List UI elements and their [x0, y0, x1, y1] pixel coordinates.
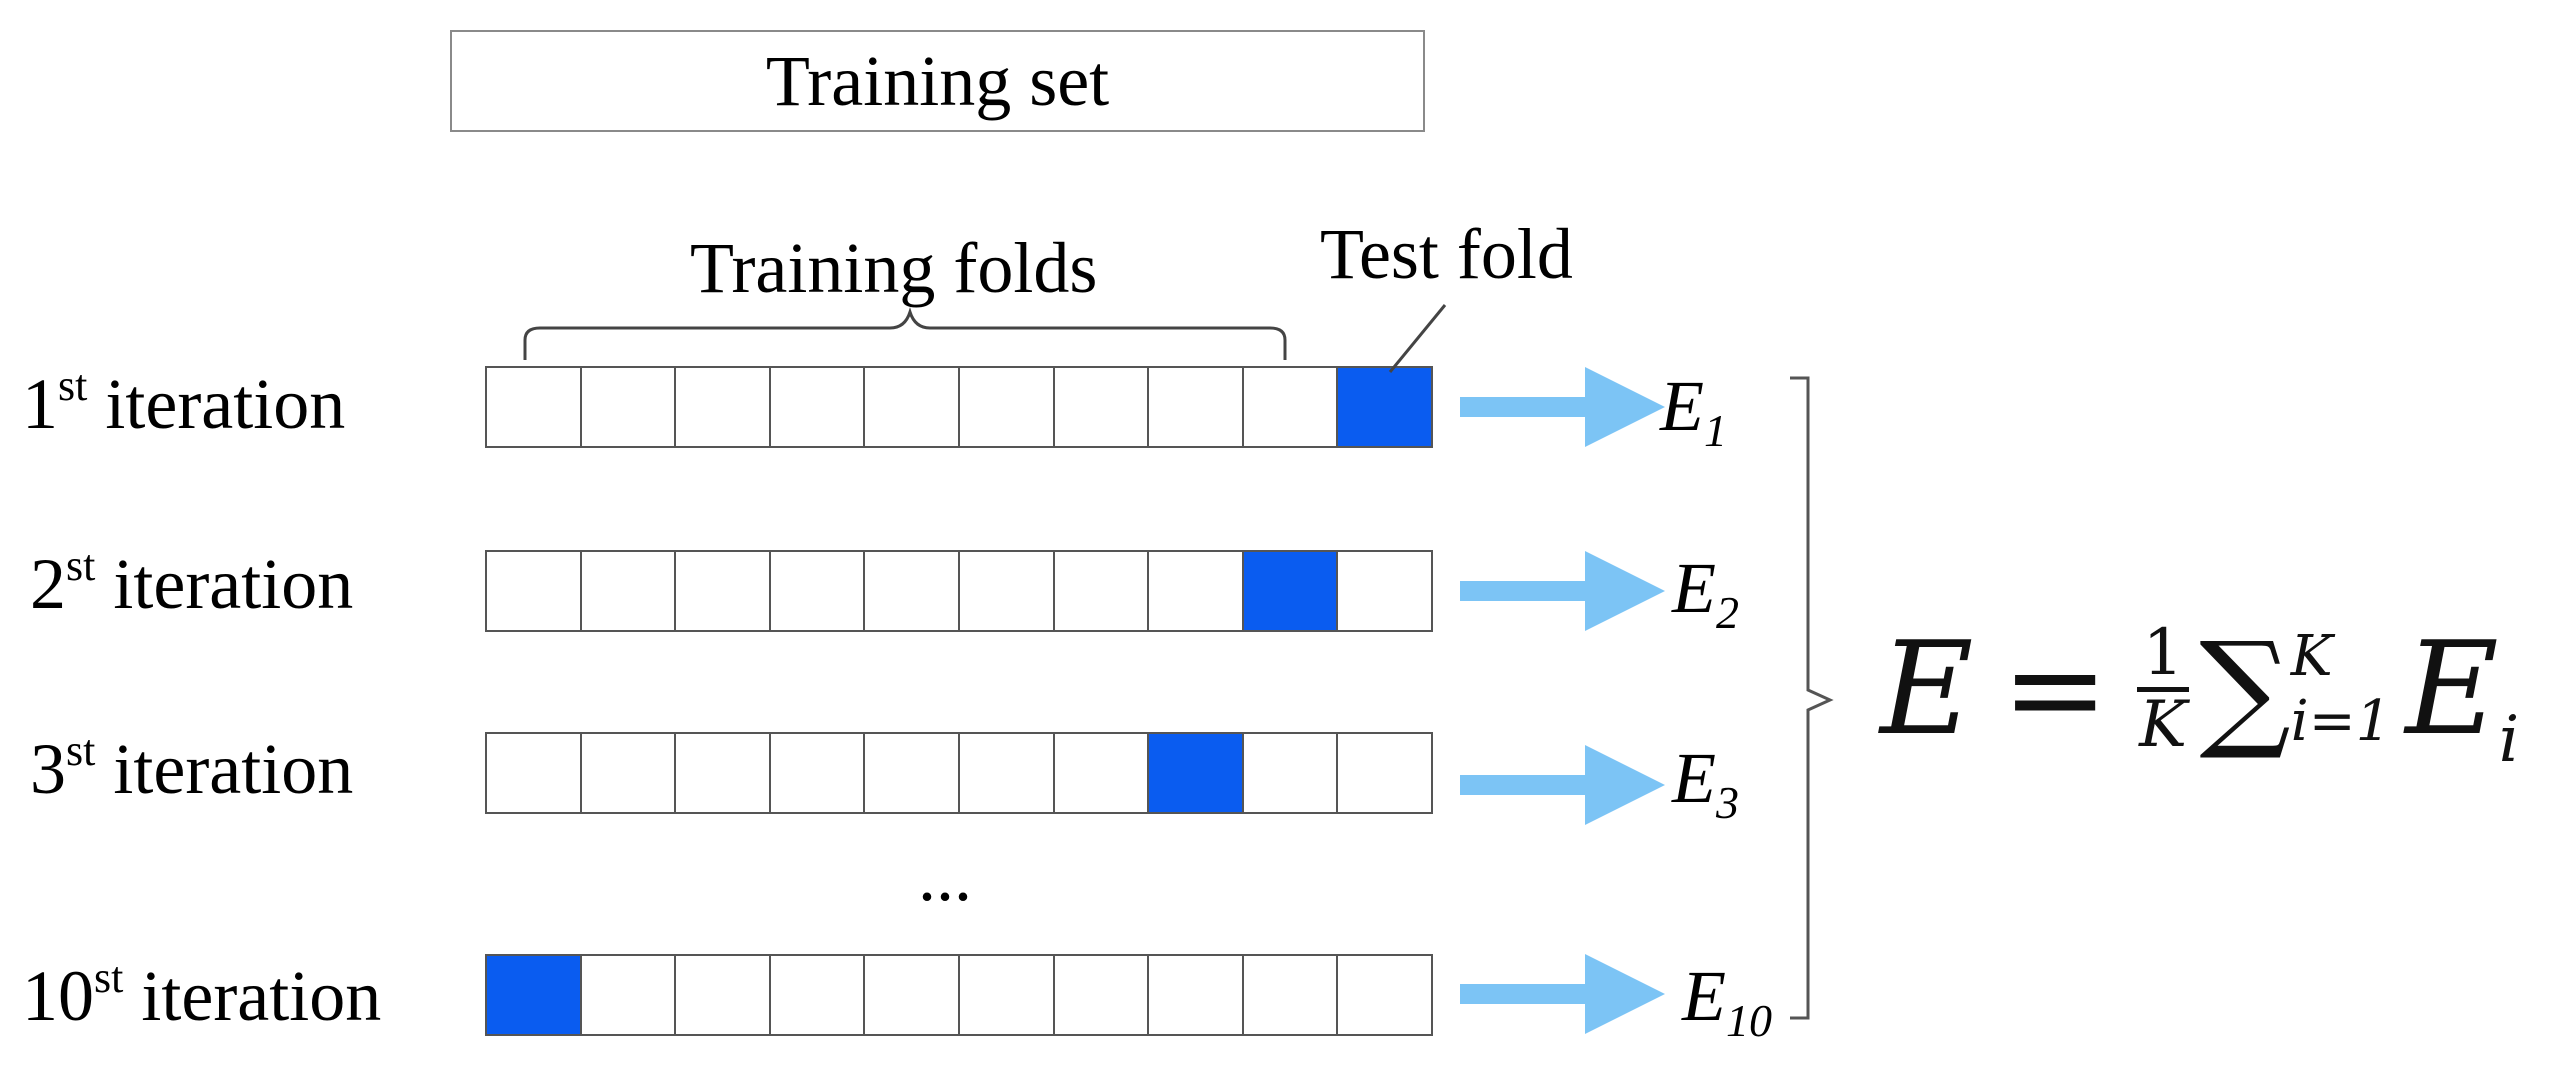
iteration-number: 3 [30, 729, 66, 809]
iteration-suffix: st [94, 953, 124, 1002]
formula-equals: = [2001, 614, 2109, 764]
training-fold-cell [1338, 552, 1431, 630]
iteration-text: iteration [123, 956, 382, 1036]
training-folds-brace [523, 306, 1287, 360]
iteration-label-1: 1st iteration [22, 364, 345, 441]
formula-lhs: E [1880, 614, 1974, 764]
training-fold-cell [1149, 368, 1244, 446]
fraction-denominator: K [2139, 688, 2187, 763]
formula-term: Ei [2405, 625, 2519, 772]
errors-bracket [1790, 376, 1834, 1020]
fold-row-10 [485, 954, 1433, 1036]
training-fold-cell [487, 368, 582, 446]
training-fold-cell [1243, 734, 1339, 812]
fold-row-1 [485, 366, 1433, 448]
training-fold-cell [770, 734, 866, 812]
training-fold-cell [676, 734, 771, 812]
training-fold-cell [487, 734, 582, 812]
error-label-2: E2 [1672, 552, 1739, 636]
test-fold-cell [1149, 734, 1244, 812]
training-fold-cell [770, 552, 866, 630]
training-fold-cell [865, 956, 960, 1034]
term-subscript: i [2498, 702, 2520, 777]
error-subscript: 1 [1703, 405, 1727, 456]
training-fold-cell [1054, 734, 1150, 812]
iteration-label-10: 10st iteration [22, 956, 381, 1033]
training-fold-cell [581, 734, 677, 812]
iteration-suffix: st [66, 541, 96, 590]
error-label-1: E1 [1660, 370, 1727, 454]
training-fold-cell [1054, 956, 1150, 1034]
training-set-label: Training set [765, 41, 1110, 121]
training-fold-cell [1149, 956, 1244, 1034]
iteration-text: iteration [95, 544, 354, 624]
iteration-text: iteration [87, 364, 346, 444]
training-fold-cell [959, 734, 1055, 812]
sum-lower-limit: i=1 [2290, 688, 2392, 754]
training-fold-cell [581, 368, 677, 446]
test-fold-cell [1243, 552, 1339, 630]
training-fold-cell [1338, 734, 1431, 812]
test-fold-pointer [1388, 304, 1447, 373]
iteration-text: iteration [95, 729, 354, 809]
training-fold-cell [865, 368, 960, 446]
training-fold-cell [959, 552, 1055, 630]
error-symbol: E [1672, 738, 1716, 818]
training-fold-cell [1243, 956, 1339, 1034]
error-label-3: E3 [1672, 742, 1739, 826]
formula-fraction: 1 K [2136, 619, 2190, 763]
training-fold-cell [1338, 956, 1431, 1034]
error-symbol: E [1672, 548, 1716, 628]
sum-limits: K i=1 [2290, 624, 2392, 754]
training-fold-cell [1054, 552, 1150, 630]
training-fold-cell [770, 368, 866, 446]
sum-symbol: ∑ [2199, 614, 2291, 764]
fraction-numerator: 1 [2136, 619, 2190, 693]
training-fold-cell [1054, 368, 1150, 446]
training-fold-cell [770, 956, 866, 1034]
iteration-suffix: st [58, 361, 88, 410]
training-fold-cell [959, 956, 1055, 1034]
error-symbol: E [1682, 956, 1726, 1036]
error-symbol: E [1660, 366, 1704, 446]
training-fold-cell [676, 368, 771, 446]
error-subscript: 10 [1725, 995, 1772, 1046]
training-fold-cell [865, 552, 960, 630]
training-fold-cell [1243, 368, 1339, 446]
iteration-number: 2 [30, 544, 66, 624]
error-subscript: 3 [1715, 777, 1739, 828]
training-set-box: Training set [450, 30, 1425, 132]
fold-row-3 [485, 732, 1433, 814]
training-fold-cell [581, 956, 677, 1034]
training-folds-label: Training folds [690, 228, 1098, 308]
iteration-suffix: st [66, 726, 96, 775]
test-fold-cell [1338, 368, 1431, 446]
average-error-formula: E = 1 K ∑ K i=1 Ei [1880, 614, 2519, 772]
fold-row-2 [485, 550, 1433, 632]
iteration-number: 1 [22, 364, 58, 444]
term-symbol: E [2405, 614, 2499, 764]
sum-upper-limit: K [2290, 624, 2333, 690]
ellipsis: ... [918, 836, 972, 916]
training-fold-cell [865, 734, 960, 812]
iteration-label-3: 3st iteration [30, 729, 353, 806]
error-label-10: E10 [1682, 960, 1772, 1044]
training-fold-cell [1149, 552, 1244, 630]
training-fold-cell [959, 368, 1055, 446]
summation: ∑ K i=1 [2199, 614, 2405, 764]
error-subscript: 2 [1715, 587, 1739, 638]
training-fold-cell [676, 552, 771, 630]
iteration-number: 10 [22, 956, 94, 1036]
training-fold-cell [581, 552, 677, 630]
test-fold-label: Test fold [1320, 214, 1573, 294]
iteration-label-2: 2st iteration [30, 544, 353, 621]
test-fold-cell [487, 956, 582, 1034]
training-fold-cell [487, 552, 582, 630]
training-fold-cell [676, 956, 771, 1034]
